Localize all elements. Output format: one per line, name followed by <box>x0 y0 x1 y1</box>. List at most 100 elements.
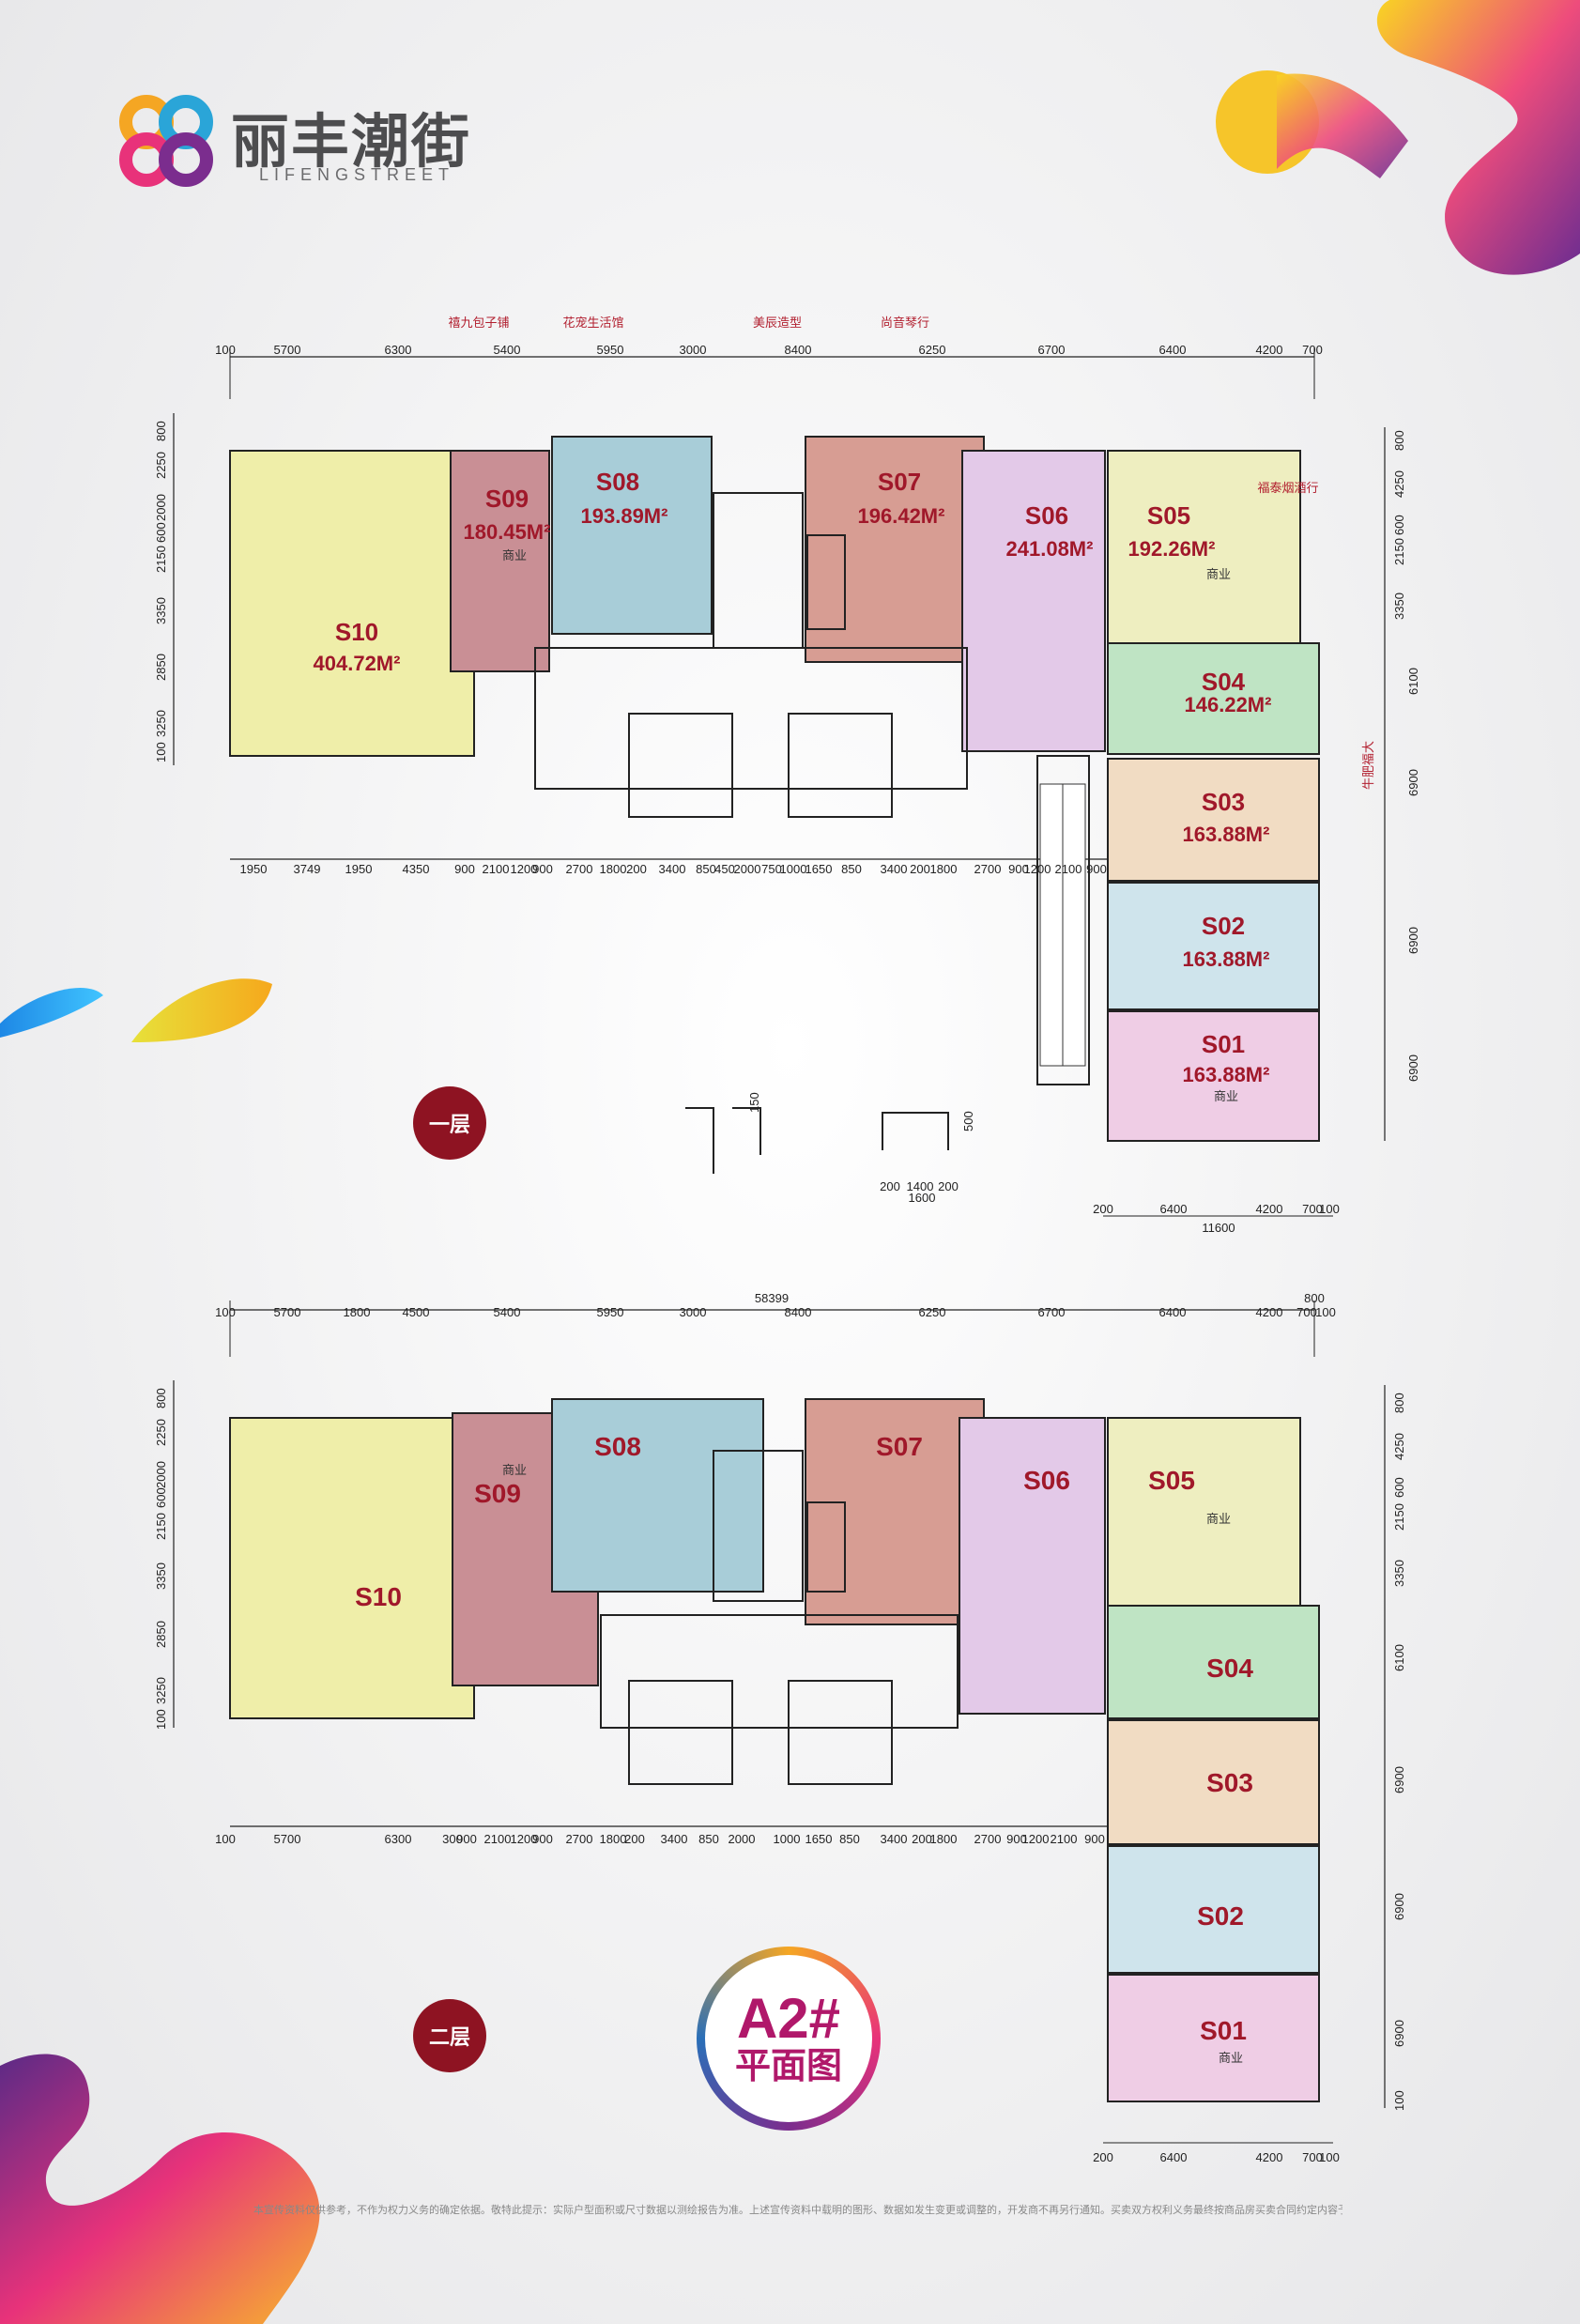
f1-left-dim: 2000 <box>154 494 168 521</box>
floor2-unit-s10 <box>229 1417 475 1719</box>
floor1-s05-area: 192.26M² <box>1128 537 1216 561</box>
f2-wing-dim: 6400 <box>1160 2150 1188 2164</box>
f1-right-dim: 6900 <box>1406 769 1420 796</box>
shop-label-4: 尚音琴行 <box>881 316 929 331</box>
f1-bottom-dim: 1800 <box>930 862 958 876</box>
floor1-s08-area: 193.89M² <box>581 504 668 528</box>
shop-label-5: 福泰烟酒行 <box>1257 482 1318 496</box>
floor2-s02-label: S02 <box>1197 1901 1244 1931</box>
f1-bottom-dim: 750 <box>761 862 782 876</box>
f2-left-dim: 2250 <box>154 1419 168 1446</box>
floor2-s05-note: 商业 <box>1206 1513 1231 1527</box>
f1-left-dim: 3350 <box>154 597 168 624</box>
f1-top-dim: 6400 <box>1159 343 1187 357</box>
floor2-s03-label: S03 <box>1206 1768 1253 1797</box>
f2-bottom-dim: 200 <box>624 1832 645 1846</box>
f2-bottom-dim: 900 <box>1006 1832 1027 1846</box>
floor2-s09-note: 商业 <box>502 1464 527 1478</box>
f1-bottom-dim: 900 <box>532 862 553 876</box>
brand-name-cn: 丽丰潮街 <box>231 107 472 176</box>
floor1-plan <box>173 347 1386 1174</box>
f1-left-dim: 2850 <box>154 654 168 681</box>
floor1-bottom-dims: 1950 3749 1950 4350 900 2100 1200 900 27… <box>240 862 1107 876</box>
plan-label-subtitle: 平面图 <box>734 2045 842 2087</box>
f1-detail-dim: 500 <box>961 1111 975 1131</box>
f1-bottom-dim: 450 <box>714 862 735 876</box>
floor1-unit-s03 <box>1107 758 1320 882</box>
shop-label-1: 禧九包子铺 <box>448 316 509 331</box>
floor1-unit-s10 <box>229 450 475 757</box>
f1-wing-dim: 6400 <box>1160 1202 1188 1216</box>
floor1-s07-area: 196.42M² <box>858 504 945 528</box>
floor1-s09-area: 180.45M² <box>464 520 551 544</box>
f2-left-dim: 800 <box>154 1388 168 1408</box>
f1-detail-dim: 1400 <box>907 1179 934 1193</box>
floor2-left-dims: 100 800 2250 2000 600 2150 3350 2850 325… <box>154 1388 168 1730</box>
f2-bottom-dim: 1200 <box>1022 1832 1050 1846</box>
f2-top-dim: 800 <box>1304 1291 1325 1305</box>
f1-bottom-dim: 3400 <box>659 862 686 876</box>
f1-detail-dim: 200 <box>880 1179 900 1193</box>
left-splash <box>0 978 272 1042</box>
floor2-top-dimension-line <box>229 1301 1315 1357</box>
floor1-core <box>534 492 1090 1085</box>
floor1-unit-s06 <box>961 450 1106 752</box>
f2-bottom-dim: 1200 <box>511 1832 538 1846</box>
f2-bottom-dim: 200 <box>912 1832 932 1846</box>
floor1-top-dimension-line <box>229 347 1315 399</box>
f1-right-dim: 600 <box>1392 515 1406 535</box>
f2-bottom-dim: 850 <box>839 1832 860 1846</box>
floor2-s01-note: 商业 <box>1219 2052 1243 2066</box>
f1-bottom-dim: 1200 <box>511 862 538 876</box>
floor1-detail-sketches <box>685 1107 949 1174</box>
floor1-s02-area: 163.88M² <box>1183 947 1270 971</box>
f2-bottom-dim: 5700 <box>274 1832 301 1846</box>
f1-bottom-dim: 850 <box>696 862 716 876</box>
shop-label-2: 花宠生活馆 <box>562 316 623 331</box>
f2-top-dim: 700 <box>1296 1305 1317 1319</box>
floor2-s09-label: S09 <box>474 1479 521 1508</box>
f2-right-dim: 4250 <box>1392 1433 1406 1460</box>
floor1-top-dims: 100 5700 6300 5400 5950 3000 8400 6250 6… <box>215 343 1323 357</box>
floor1-s02-label: S02 <box>1202 912 1245 940</box>
f1-top-dim: 6300 <box>385 343 412 357</box>
f2-left-dim: 2000 <box>154 1461 168 1488</box>
f2-top-dim: 4500 <box>403 1305 430 1319</box>
floor1-s09-note: 商业 <box>502 549 527 563</box>
f2-left-dim: 3350 <box>154 1562 168 1590</box>
shop-label-6: 牛肥福大 <box>1362 741 1376 790</box>
f1-top-dim: 6700 <box>1038 343 1066 357</box>
f1-bottom-dim: 4350 <box>403 862 430 876</box>
floor2-unit-s06 <box>959 1417 1106 1715</box>
f1-wing-dim: 4200 <box>1256 1202 1283 1216</box>
f2-left-dim: 100 <box>154 1709 168 1730</box>
f2-top-dim: 6250 <box>919 1305 946 1319</box>
f1-right-dim: 6900 <box>1406 927 1420 954</box>
f2-top-dim: 5950 <box>597 1305 624 1319</box>
f2-bottom-dim: 850 <box>698 1832 719 1846</box>
floor2-s06-label: S06 <box>1023 1466 1070 1495</box>
f2-top-dim: 1800 <box>344 1305 371 1319</box>
f1-right-dim: 6100 <box>1406 668 1420 695</box>
f2-top-dim: 6400 <box>1159 1305 1187 1319</box>
f2-bottom-dim: 2000 <box>729 1832 756 1846</box>
f1-bottom-dim: 1950 <box>240 862 268 876</box>
f2-bottom-dim: 100 <box>215 1832 236 1846</box>
f1-bottom-dim: 900 <box>1086 862 1107 876</box>
f2-bottom-dim: 3400 <box>661 1832 688 1846</box>
f1-top-dim: 5400 <box>494 343 521 357</box>
floor2-unit-s08 <box>551 1398 764 1593</box>
f2-top-dim: 100 <box>1315 1305 1336 1319</box>
f2-bottom-dim: 900 <box>532 1832 553 1846</box>
f2-top-dim: 5700 <box>274 1305 301 1319</box>
floor2-s07-label: S07 <box>876 1432 923 1461</box>
f2-left-dim: 3250 <box>154 1677 168 1704</box>
floor1-badge: 一层 <box>413 1086 486 1160</box>
floor1-s07-label: S07 <box>878 468 921 496</box>
f1-bottom-dim: 3400 <box>881 862 908 876</box>
f2-top-dim: 100 <box>215 1305 236 1319</box>
floor2-s04-label: S04 <box>1206 1654 1253 1683</box>
floor1-labels: S10 404.72M² S09 180.45M² 商业 S08 193.89M… <box>154 316 1420 1235</box>
floor1-s06-label: S06 <box>1025 501 1068 530</box>
